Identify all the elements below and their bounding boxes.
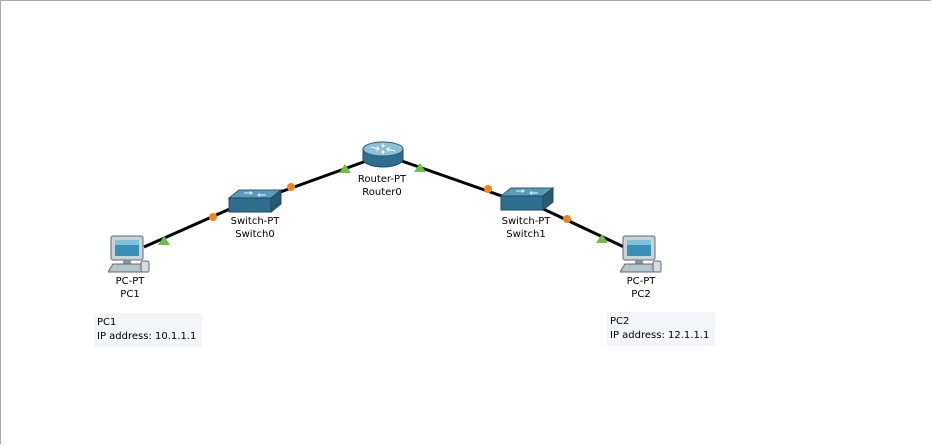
device-router0[interactable] — [361, 141, 405, 169]
router-icon — [362, 141, 404, 168]
note-title: PC1 — [97, 317, 117, 328]
link-switch1-pc2[interactable] — [536, 204, 625, 249]
link-router0-switch1[interactable] — [398, 158, 514, 202]
device-model: PC-PT — [626, 276, 656, 287]
device-model: Switch-PT — [230, 216, 280, 227]
device-name: PC1 — [120, 289, 140, 300]
port-up-indicator — [596, 234, 608, 243]
device-pc2[interactable] — [619, 235, 664, 273]
device-label-switch0: Switch-PT Switch0 — [231, 215, 280, 241]
device-name: Router0 — [362, 187, 402, 198]
note-pc2[interactable]: PC2 IP address: 12.1.1.1 — [607, 312, 716, 346]
pc-icon — [107, 235, 150, 273]
device-model: PC-PT — [115, 276, 145, 287]
port-up-indicator — [414, 163, 426, 172]
device-label-switch1: Switch-PT Switch1 — [502, 215, 551, 241]
note-pc1[interactable]: PC1 IP address: 10.1.1.1 — [94, 313, 203, 347]
device-model: Router-PT — [357, 174, 407, 185]
device-name: PC2 — [631, 289, 651, 300]
note-title: PC2 — [610, 316, 630, 327]
switch-icon — [499, 186, 555, 212]
port-pending-indicator — [484, 185, 492, 193]
device-name: Switch0 — [235, 229, 275, 240]
switch-icon — [227, 188, 283, 214]
link-pc1-switch0[interactable] — [143, 202, 242, 249]
device-switch0[interactable] — [227, 188, 283, 214]
device-pc1[interactable] — [107, 235, 152, 273]
port-pending-indicator — [287, 183, 295, 191]
port-pending-indicator — [209, 213, 217, 221]
note-ip-address: IP address: 12.1.1.1 — [610, 330, 710, 341]
note-ip-address: IP address: 10.1.1.1 — [97, 331, 197, 342]
device-model: Switch-PT — [501, 216, 551, 227]
device-switch1[interactable] — [499, 186, 555, 212]
device-label-pc2: PC-PT PC2 — [627, 275, 656, 301]
pc-icon — [619, 235, 662, 273]
device-label-pc1: PC-PT PC1 — [116, 275, 145, 301]
port-up-indicator — [339, 164, 351, 173]
device-label-router0: Router-PT Router0 — [358, 173, 406, 199]
port-up-indicator — [158, 236, 170, 245]
device-name: Switch1 — [506, 229, 546, 240]
port-pending-indicator — [563, 215, 571, 223]
